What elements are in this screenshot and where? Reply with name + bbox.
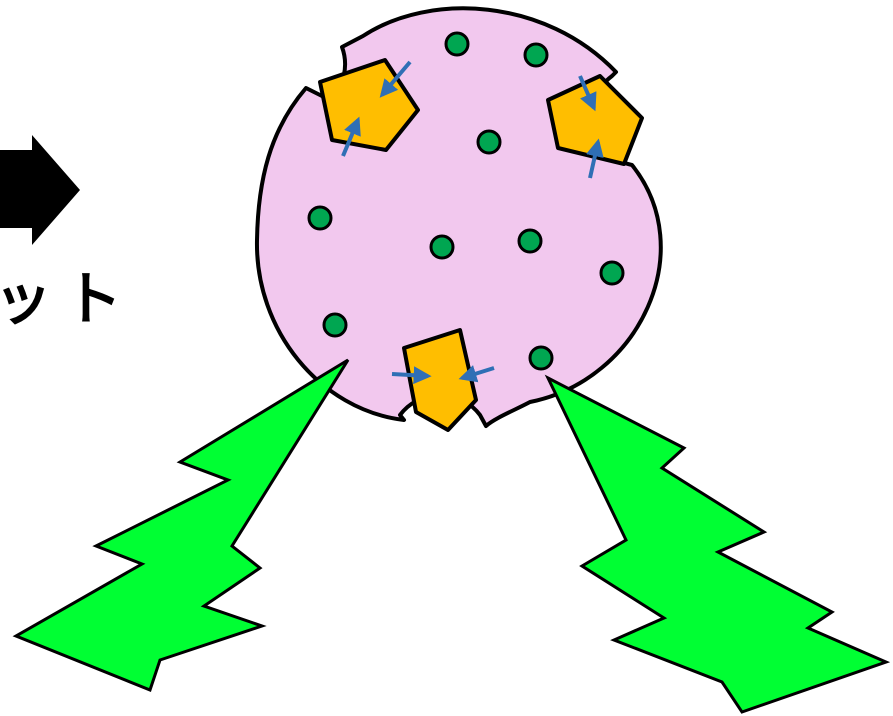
lightning-bolt-icon [16,360,348,690]
green-dot [519,230,541,252]
green-dot [601,262,623,284]
green-dot [309,207,331,229]
green-dot [324,314,346,336]
lightning-bolt-icon [548,378,886,712]
right-arrow-icon [0,135,80,245]
green-dot [478,131,500,153]
green-dot [446,33,468,55]
green-dot [530,347,552,369]
katakana-label: ット [0,270,134,328]
green-dot [525,44,547,66]
green-dot [431,236,453,258]
